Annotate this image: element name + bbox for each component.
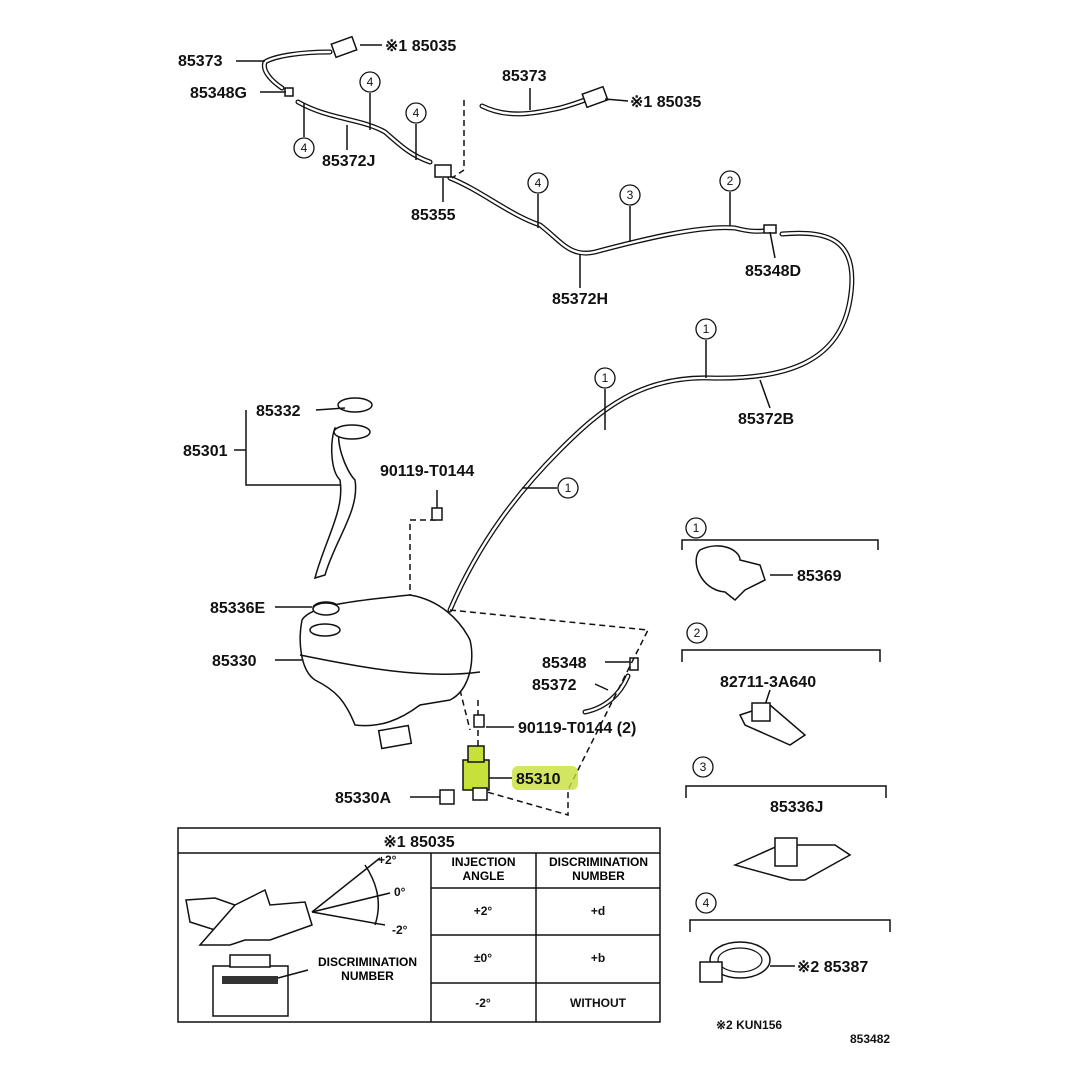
hose-85373-left — [261, 49, 333, 91]
label-85310: 85310 — [516, 771, 561, 788]
label-85330: 85330 — [212, 653, 257, 670]
header-discrimination-number: DISCRIMINATION NUMBER — [548, 855, 649, 883]
grommet-85330a-icon — [439, 789, 455, 805]
legend-3: 3 85336J — [685, 756, 887, 881]
svg-text:1: 1 — [693, 521, 700, 535]
legend-1: 1 85369 — [681, 517, 879, 602]
legend-part-85387: ※2 85387 — [797, 959, 868, 976]
label-85301: 85301 — [183, 443, 228, 460]
cell-angle: +2° — [474, 904, 493, 918]
hose-85372h — [447, 175, 773, 256]
svg-text:0°: 0° — [394, 885, 406, 899]
label-85372: 85372 — [532, 677, 577, 694]
joint-d-icon — [763, 224, 777, 234]
svg-text:1: 1 — [703, 322, 710, 336]
discrimination-number-label: DISCRIMINATION NUMBER — [317, 955, 418, 983]
callout-circle: 1 — [594, 367, 616, 389]
label-85372h: 85372H — [552, 291, 608, 308]
svg-text:4: 4 — [413, 106, 420, 120]
svg-text:3: 3 — [700, 760, 707, 774]
cell-number: WITHOUT — [570, 996, 627, 1010]
label-85330a: 85330A — [335, 790, 391, 807]
washer-tank-85330 — [299, 594, 481, 750]
nozzle-icon — [581, 85, 609, 109]
bolt-icon — [431, 507, 443, 521]
svg-text:1: 1 — [602, 371, 609, 385]
label-85332: 85332 — [256, 403, 301, 420]
table-title: ※1 85035 — [383, 834, 454, 851]
svg-text:-2°: -2° — [392, 923, 408, 937]
cell-angle: ±0° — [474, 951, 492, 965]
bolt-icon — [473, 714, 485, 728]
legend-part-85369: 85369 — [797, 568, 842, 585]
svg-text:+2°: +2° — [378, 853, 397, 867]
label-90119-2: 90119-T0144 (2) — [518, 720, 636, 737]
footnote: ※2 KUN156 — [716, 1018, 782, 1032]
label-85348d: 85348D — [745, 263, 801, 280]
label-85373: 85373 — [178, 53, 223, 70]
diagram-number: 853482 — [850, 1032, 890, 1046]
callout-circle: 1 — [557, 477, 579, 499]
joint-85348-icon — [629, 657, 639, 671]
callout-circle: 2 — [719, 170, 741, 192]
hose-85372j — [295, 99, 433, 165]
highlight-85310 — [512, 766, 578, 790]
svg-text:1: 1 — [565, 481, 572, 495]
joint-85355-icon — [434, 164, 452, 178]
pump-85310 — [462, 745, 490, 801]
svg-text:4: 4 — [535, 176, 542, 190]
svg-text:2: 2 — [694, 626, 701, 640]
legend-part-82711: 82711-3A640 — [720, 674, 816, 691]
nozzle-icon — [330, 35, 358, 59]
svg-text:4: 4 — [367, 75, 374, 89]
legend-part-85336j: 85336J — [770, 799, 823, 816]
callout-circle: 4 — [359, 71, 381, 93]
callout-circle: 1 — [695, 318, 717, 340]
legend-2: 2 82711-3A640 — [681, 622, 881, 746]
svg-text:2: 2 — [727, 174, 734, 188]
label-85355: 85355 — [411, 207, 456, 224]
hose-85372b — [447, 230, 855, 613]
label-85372b: 85372B — [738, 411, 794, 428]
callout-circle: 4 — [293, 137, 315, 159]
cell-angle: -2° — [475, 996, 491, 1010]
label-85035: ※1 85035 — [630, 94, 701, 111]
callout-circle: 3 — [619, 184, 641, 206]
cell-number: +d — [591, 904, 605, 918]
joint-g-icon — [284, 87, 294, 97]
nozzle-drawing: +2° 0° -2° DISCRIMINATION NUMBER — [185, 853, 418, 1017]
hose-85372 — [582, 673, 631, 715]
svg-text:3: 3 — [627, 188, 634, 202]
cell-number: +b — [591, 951, 605, 965]
label-85348g: 85348G — [190, 85, 247, 102]
svg-text:4: 4 — [703, 896, 710, 910]
legend-4: 4 ※2 85387 — [689, 892, 891, 983]
nozzle-table: ※1 85035 INJECTION ANGLE DISCRIMINATION … — [177, 827, 661, 1023]
label-85035: ※1 85035 — [385, 38, 456, 55]
callout-circle: 4 — [405, 102, 427, 124]
svg-text:4: 4 — [301, 141, 308, 155]
label-85372j: 85372J — [322, 153, 375, 170]
grommet-e-icon — [312, 602, 340, 616]
label-90119: 90119-T0144 — [380, 463, 474, 480]
label-85336e: 85336E — [210, 600, 265, 617]
header-injection-angle: INJECTION ANGLE — [451, 855, 516, 883]
label-85373: 85373 — [502, 68, 547, 85]
hose-85373-mid — [479, 95, 593, 117]
inlet-85301 — [312, 397, 373, 615]
callout-circle: 4 — [527, 172, 549, 194]
label-85348: 85348 — [542, 655, 587, 672]
